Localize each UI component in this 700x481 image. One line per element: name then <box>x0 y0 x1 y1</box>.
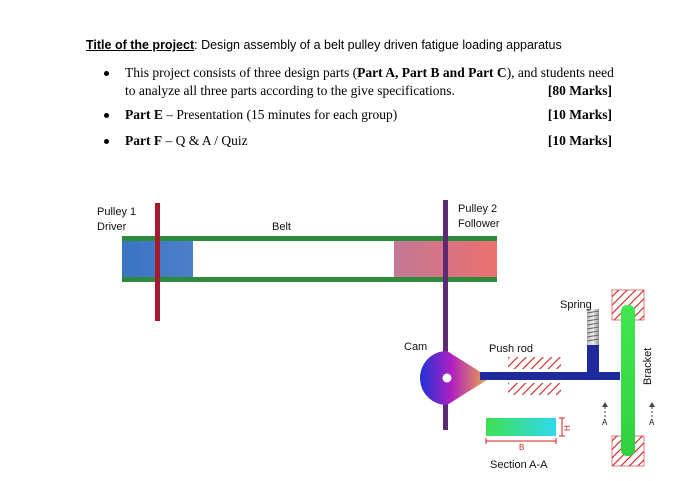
marks-label: [80 Marks] <box>547 83 612 98</box>
project-title: Title of the project: Design assembly of… <box>86 38 562 52</box>
bullet-text-segment: ), and students need <box>506 65 614 80</box>
push-rod-label: Push rod <box>489 343 533 355</box>
bullet-dot <box>104 139 109 144</box>
pulley-2-sublabel: Follower <box>458 218 500 230</box>
bullet-dot <box>104 71 109 76</box>
cam <box>420 351 490 405</box>
pulley-1-sublabel: Driver <box>97 221 127 233</box>
push-rod <box>480 372 620 380</box>
bullet-text-line2: to analyze all three parts according to … <box>125 83 455 98</box>
belt-label: Belt <box>272 221 291 233</box>
cam-center <box>442 373 452 383</box>
spring-label: Spring <box>560 299 592 311</box>
bullet-bold-part: Part E <box>125 107 163 122</box>
bullet-item-part-f: Part F – Q & A / Quiz [10 Marks] <box>100 132 620 152</box>
bullet-text-segment: This project consists of three design pa… <box>125 65 358 80</box>
section-arrow-left <box>602 402 608 407</box>
section-markers <box>604 407 653 418</box>
marks-label: [10 Marks] <box>547 133 612 148</box>
marks-label: [10 Marks] <box>547 107 612 122</box>
bullet-text: – Presentation (15 minutes for each grou… <box>162 107 398 122</box>
dimension-h-label: H <box>563 425 572 431</box>
cam-label: Cam <box>404 341 427 353</box>
section-dimensions <box>485 417 565 444</box>
section-marker-right: A <box>649 418 655 427</box>
rod-guide-bottom <box>508 383 561 395</box>
pulley-1-label: Pulley 1 <box>97 206 136 218</box>
section-bar <box>486 418 556 436</box>
title-separator: : <box>194 38 198 52</box>
section-marker-left: A <box>602 418 608 427</box>
section-arrow-right <box>649 402 655 407</box>
bullet-text: This project consists of three design pa… <box>125 64 620 82</box>
rod-guide-top <box>508 357 561 369</box>
title-text: Design assembly of a belt pulley driven … <box>197 38 562 52</box>
pulley-2-shaft <box>443 200 448 430</box>
bullet-list: This project consists of three design pa… <box>100 64 620 152</box>
bullet-item-part-e: Part E – Presentation (15 minutes for ea… <box>100 106 620 132</box>
pulley-2-label: Pulley 2 <box>458 203 497 215</box>
bullet-item-parts: This project consists of three design pa… <box>100 64 620 102</box>
bracket-label: Bracket <box>642 348 654 385</box>
spring-coils <box>586 310 600 342</box>
bullet-bold-parts: Part A, Part B and Part C <box>357 65 507 80</box>
belt-bottom <box>122 277 497 282</box>
bullet-text: – Q & A / Quiz <box>162 133 248 148</box>
spring-post <box>587 344 599 374</box>
belt-top <box>122 236 497 241</box>
title-label: Title of the project <box>86 38 195 52</box>
bracket-bar <box>621 305 635 456</box>
section-label: Section A-A <box>490 459 548 471</box>
bullet-dot <box>104 113 109 118</box>
bullet-bold-part: Part F <box>125 133 163 148</box>
dimension-b-label: B <box>519 443 524 452</box>
pulley-1-shaft <box>155 203 160 321</box>
